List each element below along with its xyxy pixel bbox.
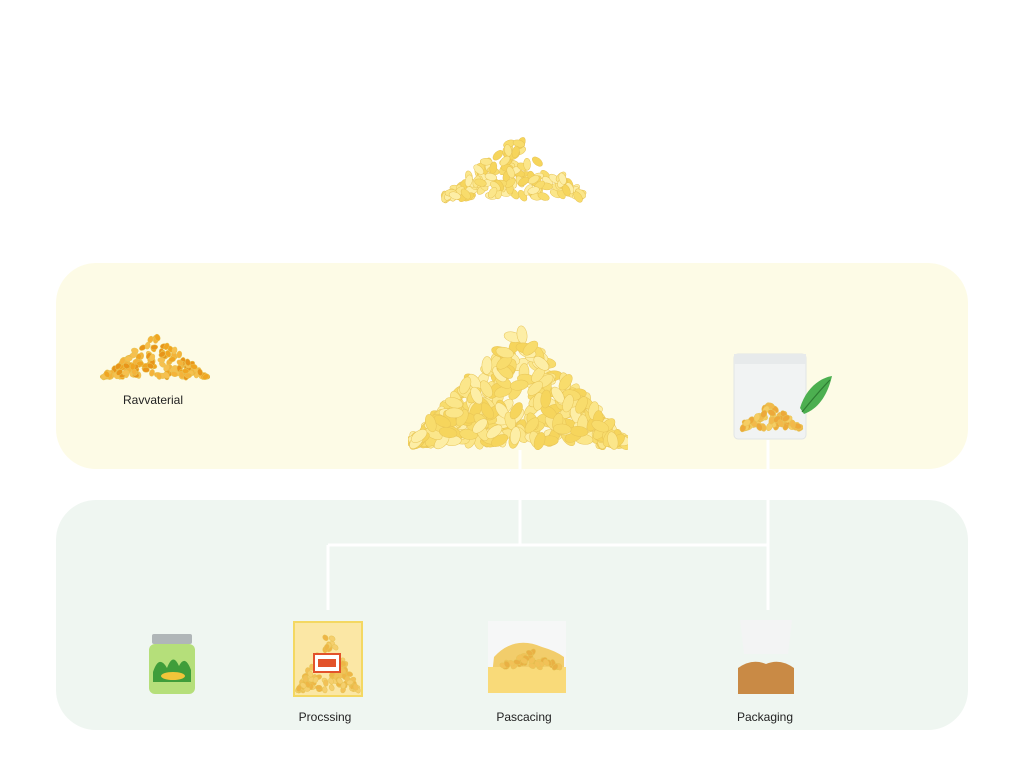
snack-bag-with-leaf-icon [733,353,832,440]
grain-pile-icon [440,137,587,204]
raw-material-label: Ravvaterial [122,393,184,407]
large-grain-pile-icon [408,325,628,450]
jar-icon [149,634,195,694]
packaging-label: Packaging [736,710,794,724]
sealed-container-icon [738,620,794,694]
bowl-icon [488,621,566,693]
pascacing-label: Pascacing [496,710,552,724]
orange-lentil-pile-icon [100,333,210,381]
snack-packet-icon [293,621,363,697]
processing-label: Procssing [298,710,352,724]
